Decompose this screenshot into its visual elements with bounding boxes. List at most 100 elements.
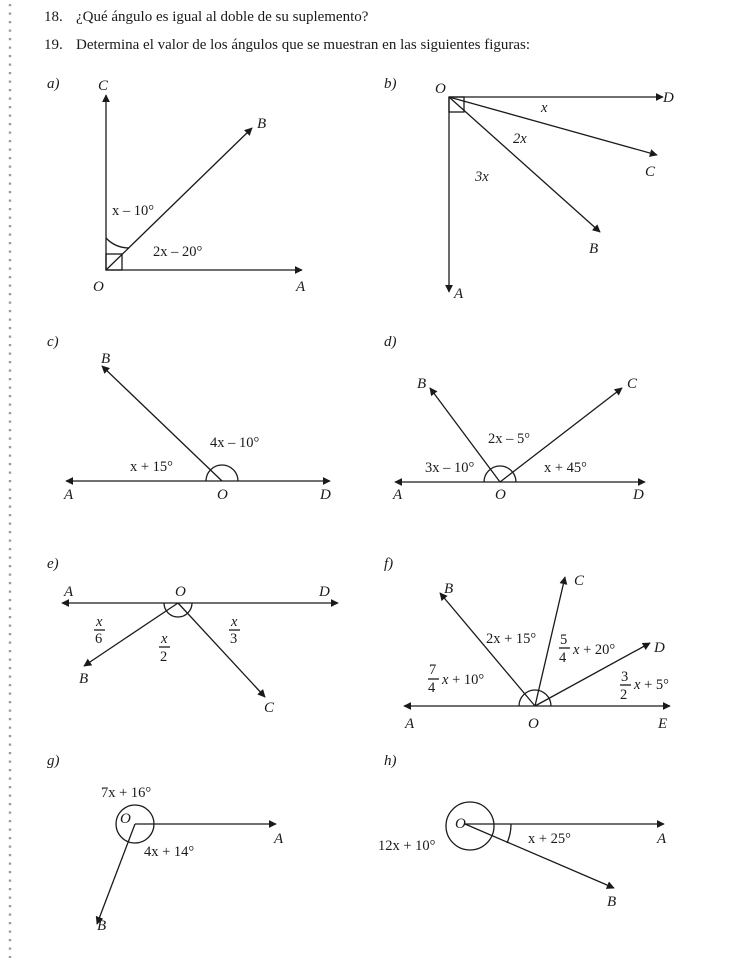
point-label: E bbox=[657, 716, 667, 732]
ray-ob bbox=[101, 365, 223, 482]
problem-number: 18. bbox=[44, 9, 63, 25]
ray-ob bbox=[439, 592, 536, 707]
angle-arc bbox=[105, 237, 130, 249]
angle-label: 3x bbox=[474, 169, 489, 185]
panel-label: b) bbox=[384, 76, 397, 92]
point-label: D bbox=[653, 640, 665, 656]
right-angle-mark bbox=[105, 253, 123, 271]
point-label: A bbox=[656, 831, 667, 847]
right-angle-mark bbox=[448, 96, 465, 113]
point-label: A bbox=[273, 831, 284, 847]
ray-ob bbox=[83, 602, 179, 667]
figure-b bbox=[445, 93, 664, 293]
point-label: C bbox=[98, 78, 109, 94]
problem-number: 19. bbox=[44, 37, 63, 53]
problem-19: 19. Determina el valor de los ángulos que… bbox=[44, 36, 530, 54]
point-label: O bbox=[528, 716, 539, 732]
angle-label: x bbox=[540, 100, 548, 116]
problem-text: ¿Qué ángulo es igual al doble de su supl… bbox=[76, 9, 369, 25]
angle-label: 4x – 10° bbox=[210, 435, 260, 451]
point-label: B bbox=[79, 671, 88, 687]
angle-arc bbox=[163, 602, 193, 618]
point-label: O bbox=[435, 81, 446, 97]
figure-h bbox=[445, 801, 665, 889]
point-label: O bbox=[175, 584, 186, 600]
ray-ob bbox=[429, 387, 501, 483]
problem-18: 18. ¿Qué ángulo es igual al doble de su s… bbox=[44, 8, 368, 26]
point-label: O bbox=[93, 279, 104, 295]
point-label: B bbox=[444, 581, 453, 597]
panel-label: e) bbox=[47, 556, 59, 572]
figure-c bbox=[65, 365, 331, 485]
angle-label: x + 15° bbox=[130, 459, 173, 475]
point-label: A bbox=[453, 286, 464, 302]
ray-oc bbox=[534, 576, 568, 707]
point-label: D bbox=[662, 90, 674, 106]
angle-label: 2x – 5° bbox=[488, 431, 530, 447]
point-label: O bbox=[120, 811, 131, 827]
angle-arc bbox=[506, 823, 512, 844]
panel-label: h) bbox=[384, 753, 397, 769]
point-label: C bbox=[627, 376, 638, 392]
panel-label: c) bbox=[47, 334, 59, 350]
point-label: B bbox=[257, 116, 266, 132]
point-label: D bbox=[319, 487, 331, 503]
point-label: D bbox=[318, 584, 330, 600]
point-label: A bbox=[392, 487, 403, 503]
point-label: B bbox=[417, 376, 426, 392]
angle-label: 2x + 15° bbox=[486, 631, 536, 647]
binding-margin-dots bbox=[8, 4, 12, 958]
angle-label: 7x + 16° bbox=[101, 785, 151, 801]
panel-label: f) bbox=[384, 556, 393, 572]
ray-ob bbox=[464, 823, 615, 889]
figure-g bbox=[95, 804, 277, 925]
angle-label: x + 25° bbox=[528, 831, 571, 847]
point-label: A bbox=[404, 716, 415, 732]
problem-text: Determina el valor de los ángulos que se… bbox=[76, 37, 531, 53]
ray-ob bbox=[95, 823, 136, 925]
point-label: O bbox=[495, 487, 506, 503]
point-label: B bbox=[607, 894, 616, 910]
angle-circle bbox=[445, 801, 495, 851]
panel-label: d) bbox=[384, 334, 397, 350]
angle-arc bbox=[483, 465, 517, 483]
point-label: B bbox=[589, 241, 598, 257]
angle-label: x + 45° bbox=[544, 460, 587, 476]
angle-label: 2x – 20° bbox=[153, 244, 203, 260]
point-label: C bbox=[264, 700, 275, 716]
ray-ob bbox=[105, 127, 253, 271]
angle-arc bbox=[518, 689, 552, 707]
point-label: O bbox=[217, 487, 228, 503]
angle-label: 4x + 14° bbox=[144, 844, 194, 860]
angle-label: 3x – 10° bbox=[425, 460, 475, 476]
point-label: A bbox=[63, 487, 74, 503]
panel-label: a) bbox=[47, 76, 60, 92]
angle-circle bbox=[115, 804, 155, 844]
ray-oc bbox=[499, 387, 623, 483]
fraction-bars bbox=[94, 629, 631, 686]
angle-label: 12x + 10° bbox=[378, 838, 436, 854]
panel-label: g) bbox=[47, 753, 60, 769]
point-label: D bbox=[632, 487, 644, 503]
point-label: B bbox=[101, 351, 110, 367]
point-label: O bbox=[455, 816, 466, 832]
point-label: A bbox=[295, 279, 306, 295]
ray-ob bbox=[448, 96, 601, 233]
angle-arc bbox=[205, 464, 239, 482]
figure-d bbox=[394, 387, 646, 486]
ray-od bbox=[534, 642, 651, 707]
ray-oc bbox=[177, 602, 266, 698]
angle-label: 2x bbox=[513, 131, 527, 147]
figure-e bbox=[61, 599, 339, 698]
ray-oc bbox=[448, 96, 658, 157]
point-label: A bbox=[63, 584, 74, 600]
point-label: C bbox=[645, 164, 656, 180]
figure-f bbox=[403, 576, 671, 710]
